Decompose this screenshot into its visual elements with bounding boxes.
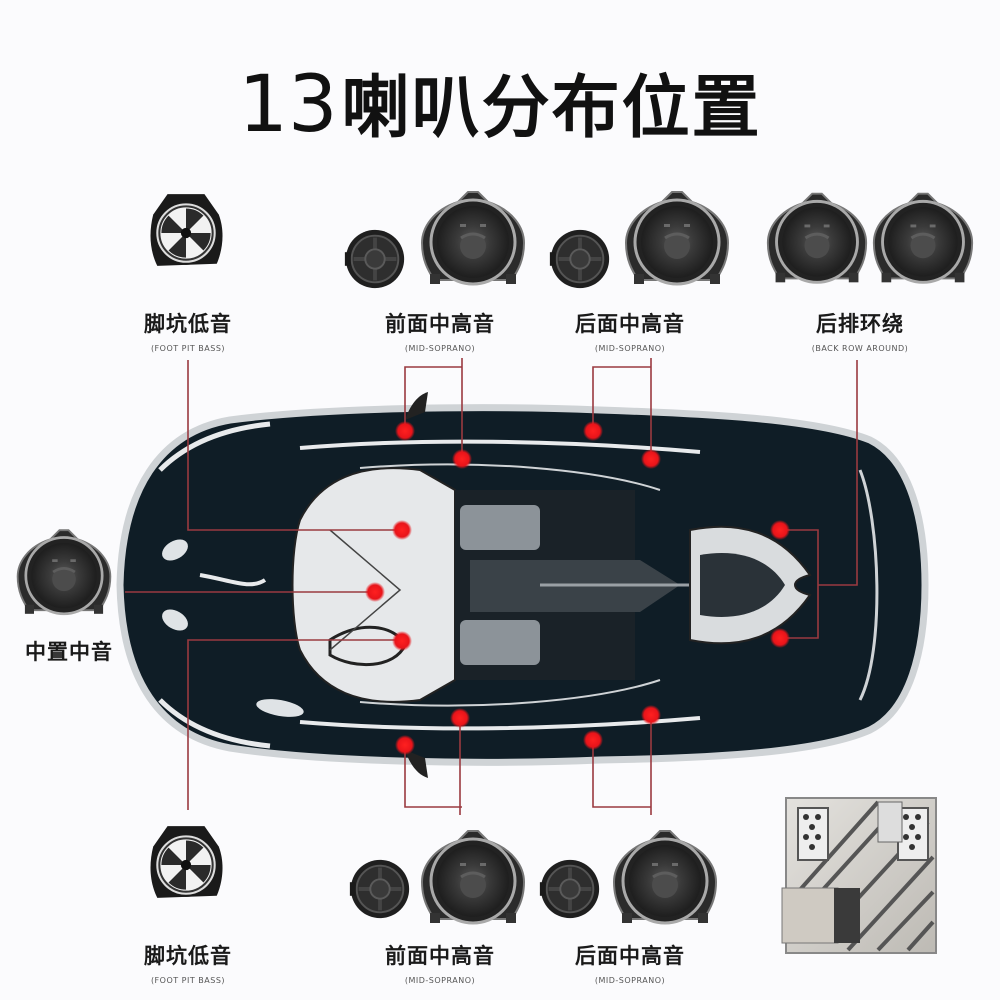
tweeter-icon-rear-bottom [535,855,605,923]
label-back-row-surround: 后排环绕 (BACK ROW AROUND) [780,308,940,353]
label-en: (FOOT PIT BASS) [150,976,226,985]
label-rear-mid-high-top: 后面中高音 (MID-SOPRANO) [550,308,710,353]
tweeter-icon-rear-top [545,225,615,293]
marker-dot [583,421,603,441]
foot-pit-bass-speaker-bottom [145,822,227,904]
center-mid-speaker [14,522,114,622]
label-center-mid: 中置中音 [8,636,130,666]
car-body [116,392,929,778]
label-cn: 后排环绕 [816,312,904,336]
marker-dot [392,520,412,540]
woofer-icon-rear-bottom [610,822,720,932]
speaker-count: 13 [238,60,338,150]
title-text: 喇叭分布位置 [341,69,762,148]
label-en: (MID-SOPRANO) [404,976,476,985]
label-front-mid-high-top: 前面中高音 (MID-SOPRANO) [360,308,520,353]
label-en: (MID-SOPRANO) [594,344,666,353]
label-foot-pit-bass-top: 脚坑低音 (FOOT PIT BASS) [118,308,258,353]
label-front-mid-high-bottom: 前面中高音 (MID-SOPRANO) [360,940,520,985]
label-en: (MID-SOPRANO) [594,976,666,985]
marker-dot [770,628,790,648]
marker-dot [641,705,661,725]
label-cn: 前面中高音 [385,944,495,968]
tweeter-icon-front-top [340,225,410,293]
label-en: (BACK ROW AROUND) [811,344,909,353]
label-foot-pit-bass-bottom: 脚坑低音 (FOOT PIT BASS) [118,940,258,985]
woofer-icon-rear-top [622,183,732,293]
woofer-icon-surround-left [764,183,870,293]
amplifier-icon [781,797,937,954]
label-en: (MID-SOPRANO) [404,344,476,353]
marker-dot [395,735,415,755]
marker-dot [395,421,415,441]
label-cn: 后面中高音 [575,312,685,336]
marker-dot [452,449,472,469]
label-en: (FOOT PIT BASS) [150,344,226,353]
label-cn: 中置中音 [25,640,113,664]
label-cn: 前面中高音 [385,312,495,336]
label-rear-mid-high-bottom: 后面中高音 (MID-SOPRANO) [550,940,710,985]
marker-dot [583,730,603,750]
woofer-icon-front-top [418,183,528,293]
label-cn: 脚坑低音 [144,312,232,336]
label-cn: 后面中高音 [575,944,685,968]
marker-dot [365,582,385,602]
leader-lines [125,358,858,815]
woofer-icon-surround-right [870,183,976,293]
woofer-icon-front-bottom [418,822,528,932]
label-cn: 脚坑低音 [144,944,232,968]
page-title: 13喇叭分布位置 [0,52,1000,151]
marker-dot [770,520,790,540]
speaker-markers [365,421,790,755]
marker-dot [641,449,661,469]
foot-pit-bass-speaker-top [145,190,227,272]
tweeter-icon-front-bottom [345,855,415,923]
marker-dot [450,708,470,728]
marker-dot [392,631,412,651]
